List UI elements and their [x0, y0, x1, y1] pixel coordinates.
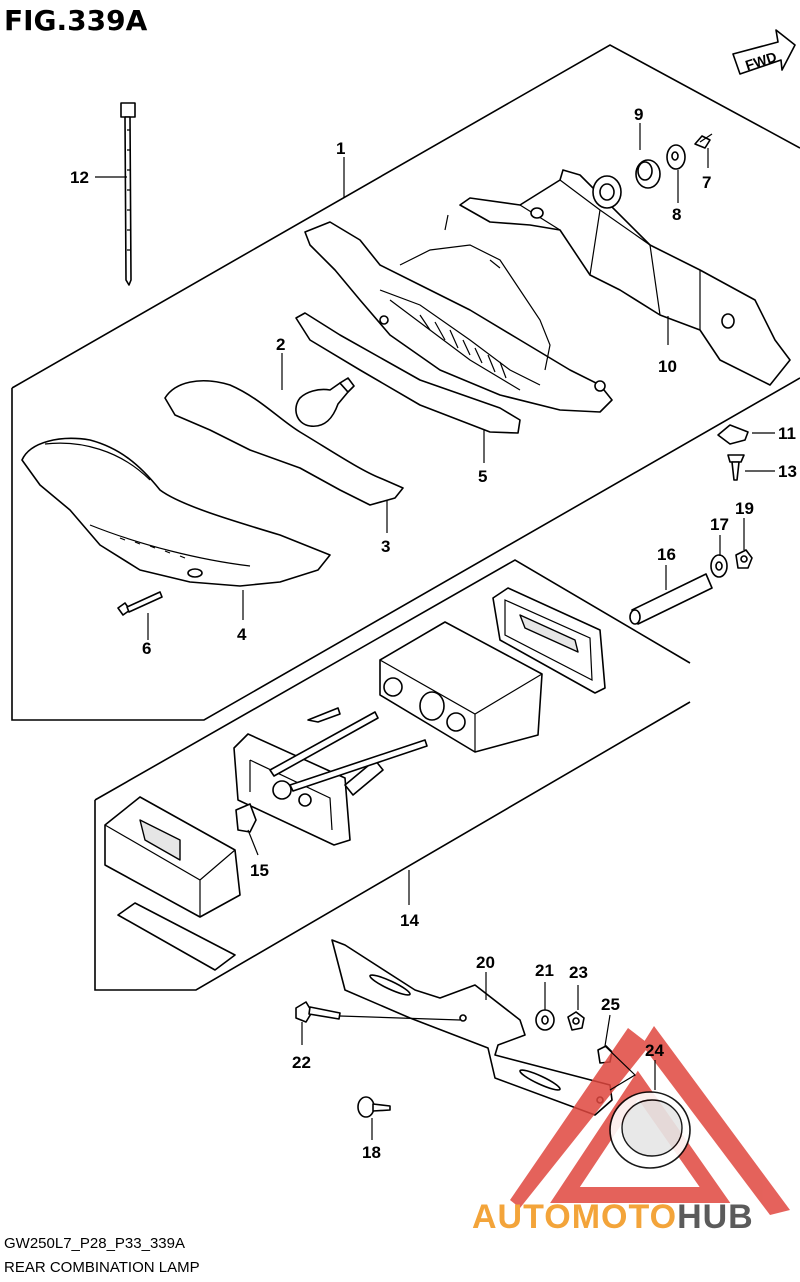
- callout-3: 3: [381, 537, 390, 556]
- leader-lines: [95, 123, 775, 1140]
- callout-20: 20: [476, 953, 495, 972]
- watermark-brand: AUTOMOTOHUB: [472, 1198, 754, 1236]
- bolt-22: [295, 1001, 341, 1023]
- callout-22: 22: [292, 1053, 311, 1072]
- callout-2: 2: [276, 335, 285, 354]
- screw-6: [117, 591, 163, 616]
- callout-4: 4: [237, 625, 247, 644]
- callout-10: 10: [658, 357, 677, 376]
- callout-7: 7: [702, 173, 711, 192]
- callout-24: 24: [645, 1041, 664, 1060]
- cable-tie: [120, 102, 136, 286]
- callout-21: 21: [535, 961, 554, 980]
- watermark-brand-prefix: AUTOMOTO: [472, 1198, 677, 1236]
- fwd-arrow-icon: FWD: [732, 29, 796, 75]
- reflector: [609, 1091, 691, 1169]
- lens-gasket: [295, 312, 521, 434]
- callout-15: 15: [250, 861, 269, 880]
- figure-caption: REAR COMBINATION LAMP: [4, 1259, 200, 1276]
- inner-lens: [164, 380, 404, 506]
- callout-16: 16: [657, 545, 676, 564]
- callout-23: 23: [569, 963, 588, 982]
- callout-14: 14: [400, 911, 419, 930]
- washer-17: [710, 554, 728, 578]
- screw-13: [727, 454, 745, 481]
- callouts: 1 2 3 4 5 6 7 8 9 10 11 12 13 14 15 16 1…: [70, 105, 797, 1162]
- figure-title: FIG.339A: [4, 4, 148, 37]
- callout-8: 8: [672, 205, 681, 224]
- license-lens: [104, 796, 241, 918]
- lower-assembly-frame: [94, 559, 691, 991]
- callout-25: 25: [601, 995, 620, 1014]
- license-lamp-housing: [379, 621, 543, 753]
- license-lamp-gasket: [492, 587, 606, 694]
- callout-11: 11: [778, 424, 796, 443]
- bulb: [295, 377, 355, 428]
- lamp-bracket: [459, 169, 791, 386]
- callout-5: 5: [478, 467, 487, 486]
- grommet: [635, 159, 661, 189]
- washer-21: [535, 1009, 555, 1031]
- screw-7: [694, 133, 713, 149]
- nut-23: [567, 1011, 585, 1031]
- callout-1: 1: [336, 139, 345, 158]
- fastener-18: [357, 1096, 391, 1118]
- callout-6: 6: [142, 639, 151, 658]
- collar: [629, 573, 713, 625]
- outer-lens: [21, 437, 331, 587]
- callout-18: 18: [362, 1143, 381, 1162]
- nut-19: [735, 549, 753, 569]
- lens-plate: [117, 902, 236, 971]
- lamp-housing: [304, 214, 613, 413]
- license-bulb: [235, 803, 257, 833]
- callout-17: 17: [710, 515, 729, 534]
- figure-code: GW250L7_P28_P33_339A: [4, 1235, 185, 1252]
- callout-13: 13: [778, 462, 797, 481]
- upper-assembly-frame: [11, 44, 800, 721]
- watermark-brand-suffix: HUB: [677, 1198, 754, 1236]
- callout-19: 19: [735, 499, 754, 518]
- callout-9: 9: [634, 105, 643, 124]
- callout-12: 12: [70, 168, 89, 187]
- clip-nut: [717, 424, 749, 445]
- socket-plate: [233, 707, 428, 846]
- washer: [666, 144, 686, 170]
